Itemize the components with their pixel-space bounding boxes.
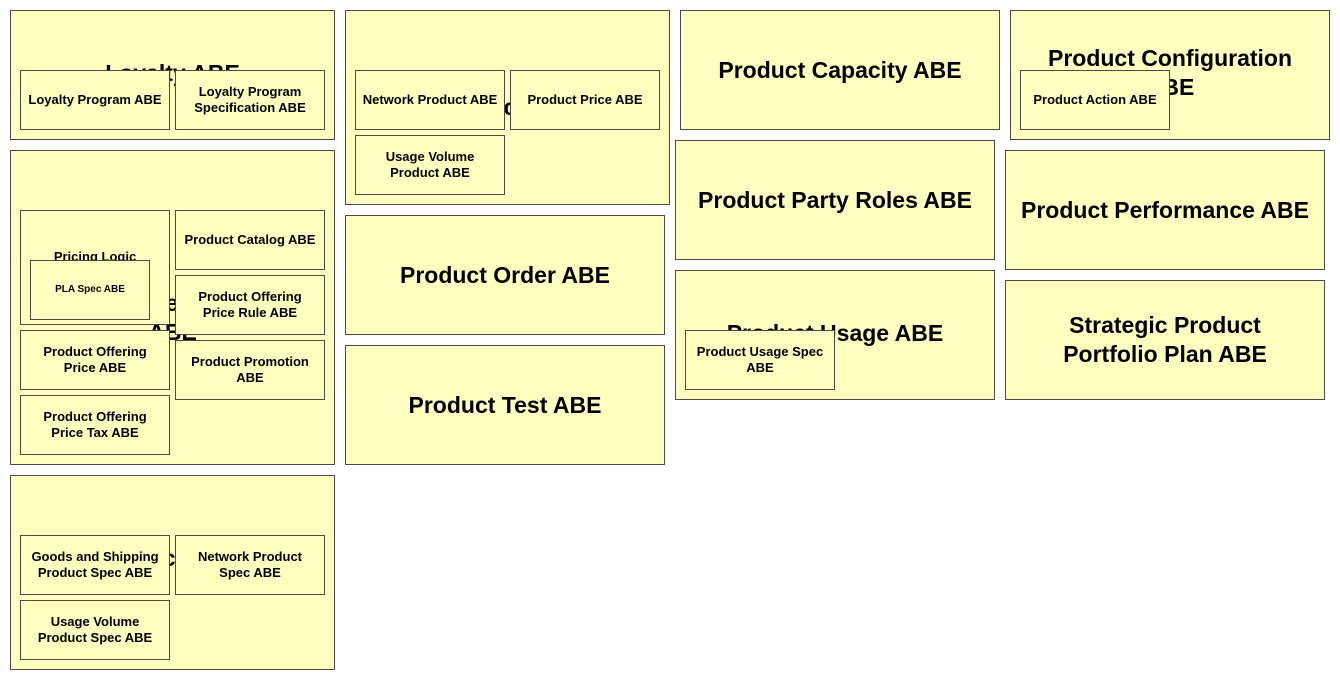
product-performance-abe-box[interactable]: Product Performance ABE [1005,150,1325,270]
product-test-abe-label: Product Test ABE [408,391,602,418]
usage-volume-product-spec-abe-label: Usage Volume Product Spec ABE [37,614,153,645]
loyalty-program-abe-label: Loyalty Program ABE [28,92,162,107]
pla-spec-abe-box[interactable]: PLA Spec ABE [30,260,150,320]
product-capacity-abe-box[interactable]: Product Capacity ABE [680,10,1000,130]
product-offering-price-tax-abe-label: Product Offering Price Tax ABE [43,409,147,440]
pla-spec-abe-label: PLA Spec ABE [55,284,125,295]
network-product-abe-box[interactable]: Network Product ABE [355,70,505,130]
product-offering-price-abe-label: Product Offering Price ABE [43,344,147,375]
loyalty-program-abe-box[interactable]: Loyalty Program ABE [20,70,170,130]
product-action-abe-label: Product Action ABE [1033,92,1157,107]
product-order-abe-label: Product Order ABE [399,261,610,288]
network-product-spec-abe-box[interactable]: Network Product Spec ABE [175,535,325,595]
usage-volume-product-abe-label: Usage Volume Product ABE [385,149,475,180]
product-capacity-abe-label: Product Capacity ABE [718,56,962,83]
product-party-roles-abe-label: Product Party Roles ABE [698,186,972,213]
strategic-product-portfolio-plan-abe-box[interactable]: Strategic Product Portfolio Plan ABE [1005,280,1325,400]
product-usage-spec-abe-label: Product Usage Spec ABE [696,344,824,375]
product-offering-price-rule-abe-label: Product Offering Price Rule ABE [198,289,302,320]
product-configuration-abe-label: Product Configuration ABE [1047,45,1293,100]
product-catalog-abe-label: Product Catalog ABE [184,232,316,247]
usage-volume-product-spec-abe-box[interactable]: Usage Volume Product Spec ABE [20,600,170,660]
loyalty-program-spec-abe-label: Loyalty Program Specification ABE [194,84,306,115]
product-action-abe-box[interactable]: Product Action ABE [1020,70,1170,130]
product-offering-price-tax-abe-box[interactable]: Product Offering Price Tax ABE [20,395,170,455]
product-catalog-abe-box[interactable]: Product Catalog ABE [175,210,325,270]
network-product-spec-abe-label: Network Product Spec ABE [197,549,302,580]
product-party-roles-abe-box[interactable]: Product Party Roles ABE [675,140,995,260]
product-promotion-abe-label: Product Promotion ABE [191,354,309,385]
product-offering-price-abe-box[interactable]: Product Offering Price ABE [20,330,170,390]
product-price-abe-label: Product Price ABE [527,92,643,107]
usage-volume-product-abe-box[interactable]: Usage Volume Product ABE [355,135,505,195]
product-price-abe-box[interactable]: Product Price ABE [510,70,660,130]
product-test-abe-box[interactable]: Product Test ABE [345,345,665,465]
network-product-abe-label: Network Product ABE [362,92,498,107]
product-promotion-abe-box[interactable]: Product Promotion ABE [175,340,325,400]
goods-shipping-product-spec-abe-box[interactable]: Goods and Shipping Product Spec ABE [20,535,170,595]
product-performance-abe-label: Product Performance ABE [1021,196,1309,223]
product-offering-price-rule-abe-box[interactable]: Product Offering Price Rule ABE [175,275,325,335]
product-usage-spec-abe-box[interactable]: Product Usage Spec ABE [685,330,835,390]
strategic-product-portfolio-plan-abe-label: Strategic Product Portfolio Plan ABE [1063,312,1267,367]
loyalty-program-spec-abe-box[interactable]: Loyalty Program Specification ABE [175,70,325,130]
product-order-abe-box[interactable]: Product Order ABE [345,215,665,335]
goods-shipping-product-spec-abe-label: Goods and Shipping Product Spec ABE [31,549,159,580]
